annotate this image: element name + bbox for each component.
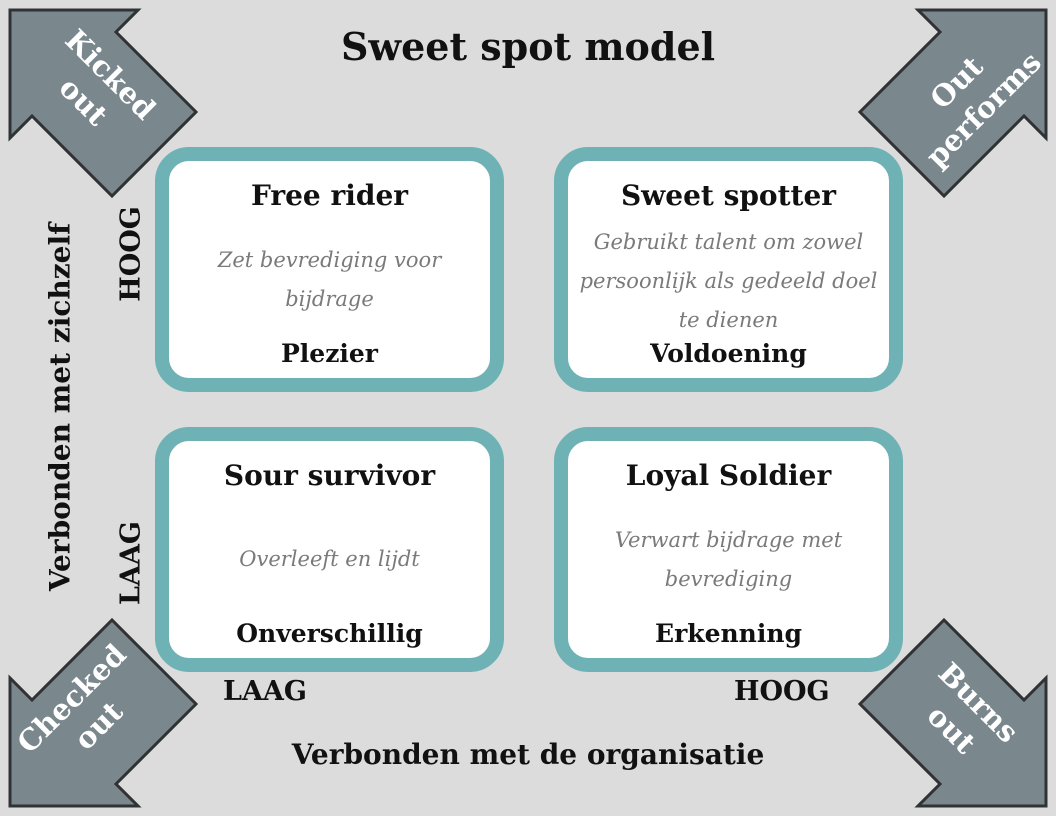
quadrant-sour-survivor: Sour survivor Overleeft en lijdt Onversc…	[155, 427, 504, 672]
arrow-top-right-shape	[857, 8, 1048, 199]
quadrant-title: Sour survivor	[223, 459, 436, 492]
quadrant-loyal-soldier: Loyal Soldier Verwart bijdrage met bevre…	[554, 427, 903, 672]
quadrant-description: Zet bevrediging voor bijdrage	[217, 248, 442, 311]
arrow-top-left-shape	[8, 8, 199, 199]
y-axis-label: Verbonden met zichzelf	[43, 222, 77, 592]
quadrant-description: Gebruikt talent om zowel persoonlijk als…	[579, 230, 878, 332]
quadrant-title: Sweet spotter	[620, 179, 837, 212]
arrow-bottom-right-shape	[857, 617, 1048, 808]
x-axis-low-label: LAAG	[223, 676, 307, 707]
quadrant-label: Erkenning	[655, 619, 802, 648]
quadrant-description: Verwart bijdrage met bevrediging	[614, 528, 843, 591]
diagram-title: Sweet spot model	[340, 24, 716, 69]
y-axis-high-label: HOOG	[115, 206, 147, 302]
x-axis-high-label: HOOG	[734, 676, 830, 707]
quadrant-label: Onverschillig	[236, 619, 423, 648]
y-axis-low-label: LAAG	[115, 521, 147, 605]
quadrant-free-rider: Free rider Zet bevrediging voor bijdrage…	[155, 147, 504, 392]
quadrant-title: Free rider	[250, 179, 409, 212]
quadrant-title: Loyal Soldier	[625, 459, 832, 492]
quadrant-description: Overleeft en lijdt	[239, 547, 420, 571]
x-axis-label: Verbonden met de organisatie	[291, 738, 765, 771]
quadrant-sweet-spotter: Sweet spotter Gebruikt talent om zowel p…	[554, 147, 903, 392]
arrow-bottom-left-shape	[8, 617, 199, 808]
quadrant-label: Plezier	[281, 339, 378, 368]
quadrant-label: Voldoening	[650, 339, 807, 368]
